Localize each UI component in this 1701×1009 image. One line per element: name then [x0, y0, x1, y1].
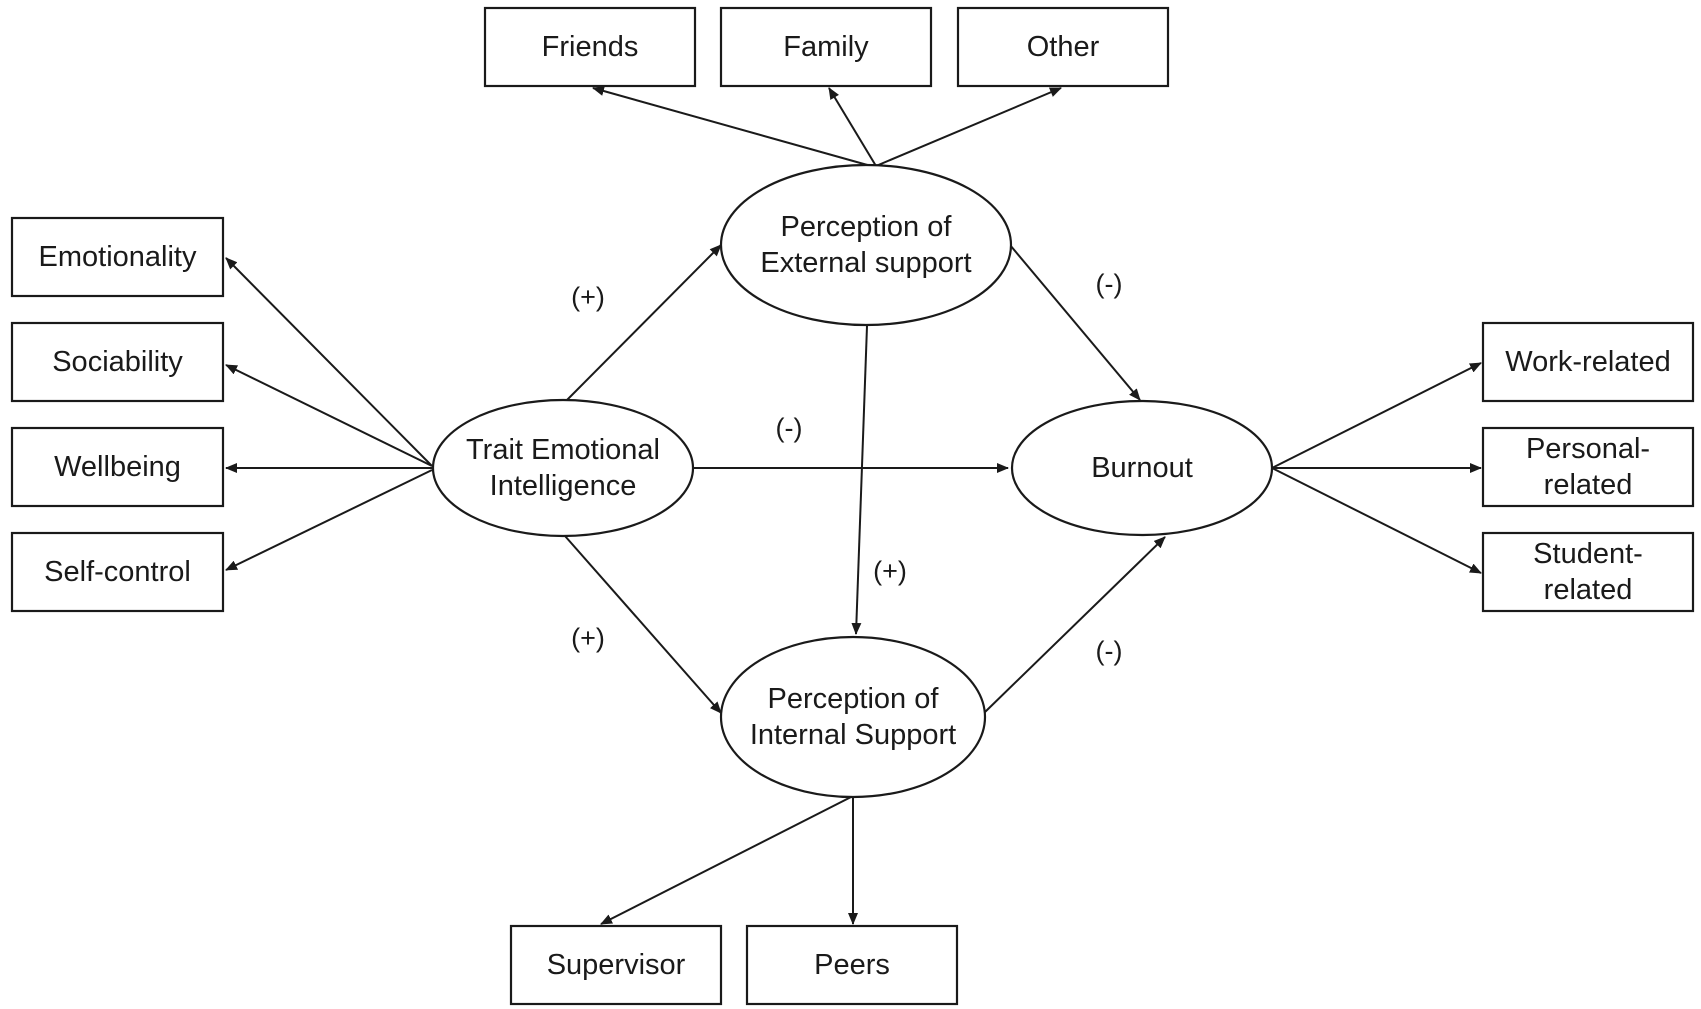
indicator-self-control-label-line-1: Self-control — [44, 556, 191, 588]
indicator-box — [1481, 531, 1695, 613]
indicator-box — [10, 321, 225, 403]
latent-internal-label-line-1: Perception of — [768, 683, 940, 715]
latent-external: Perception of External support — [719, 163, 1013, 327]
arrow-external-internal — [851, 314, 873, 635]
sign-ei-to-external: (+) — [571, 282, 605, 312]
latent-ellipse — [431, 398, 695, 538]
indicator-personal-related: Personal-related — [1481, 426, 1695, 508]
indicator-self-control: Self-control — [10, 531, 225, 613]
indicator-wellbeing: Wellbeing — [10, 426, 225, 508]
indicator-box — [483, 6, 697, 88]
indicator-box — [1481, 321, 1695, 403]
arrow-ei-to-self-control — [225, 469, 433, 571]
indicator-box — [509, 924, 723, 1006]
edges-layer — [225, 86, 1482, 925]
indicator-family-label-line-1: Family — [783, 31, 869, 63]
indicator-work-related-label-line-1: Work-related — [1505, 346, 1670, 378]
indicator-supervisor-label-line-1: Supervisor — [547, 949, 686, 981]
sign-ei-to-burnout: (-) — [776, 413, 803, 443]
indicator-box — [1481, 426, 1695, 508]
sign-external-to-burnout: (-) — [1096, 269, 1123, 299]
indicator-student-related-label-line-2: related — [1544, 574, 1633, 606]
latent-ellipse — [719, 635, 987, 799]
arrow-burnout-to-work-related — [1271, 362, 1482, 469]
arrow-ei-to-emotionality — [225, 257, 433, 467]
signs-layer: (+) (+) (-) (+) (-) (-) — [571, 269, 1122, 666]
indicator-sociability: Sociability — [10, 321, 225, 403]
latent-ellipse — [719, 163, 1013, 327]
sign-ei-to-internal: (+) — [571, 623, 605, 653]
latent-internal: Perception of Internal Support — [719, 635, 987, 799]
indicator-box — [10, 216, 225, 298]
latent-internal-label-line-2: Internal Support — [750, 719, 956, 751]
indicator-other: Other — [956, 6, 1170, 88]
indicator-box — [719, 6, 933, 88]
arrow-burnout-to-student-related — [1271, 467, 1482, 574]
indicator-friends: Friends — [483, 6, 697, 88]
indicator-emotionality-label-line-1: Emotionality — [39, 241, 197, 273]
arrow-external-to-friends — [592, 86, 872, 167]
indicator-student-related-label-line-1: Student- — [1533, 538, 1643, 570]
indicator-peers-label-line-1: Peers — [814, 949, 890, 981]
arrow-external-to-other — [875, 87, 1062, 167]
indicator-personal-related-label-line-1: Personal- — [1526, 433, 1650, 465]
indicator-wellbeing-label-line-1: Wellbeing — [54, 451, 181, 483]
indicator-box — [956, 6, 1170, 88]
arrow-ei-to-internal — [564, 535, 722, 714]
latent-external-label-line-1: Perception of — [781, 211, 953, 243]
latent-trait-ei-label-line-1: Trait Emotional — [466, 434, 660, 466]
indicator-student-related: Student-related — [1481, 531, 1695, 613]
indicator-personal-related-label-line-2: related — [1544, 469, 1633, 501]
indicator-sociability-label-line-1: Sociability — [52, 346, 183, 378]
arrow-external-to-family — [828, 87, 877, 167]
indicator-emotionality: Emotionality — [10, 216, 225, 298]
arrow-ei-to-sociability — [225, 364, 433, 467]
indicator-supervisor: Supervisor — [509, 924, 723, 1006]
arrow-external-to-burnout — [1009, 244, 1141, 401]
sign-internal-to-burnout: (-) — [1096, 636, 1123, 666]
arrow-internal-to-burnout — [983, 536, 1166, 714]
indicator-box — [10, 426, 225, 508]
latent-ellipse — [1010, 399, 1274, 537]
indicator-other-label-line-1: Other — [1027, 31, 1100, 63]
indicator-family: Family — [719, 6, 933, 88]
indicator-box — [10, 531, 225, 613]
indicator-box — [745, 924, 959, 1006]
indicator-friends-label-line-1: Friends — [542, 31, 639, 63]
indicator-work-related: Work-related — [1481, 321, 1695, 403]
sign-external-internal: (+) — [873, 556, 907, 586]
latent-external-label-line-2: External support — [760, 247, 971, 279]
latent-burnout-label-line-1: Burnout — [1091, 452, 1193, 484]
indicator-peers: Peers — [745, 924, 959, 1006]
latent-burnout: Burnout — [1010, 399, 1274, 537]
arrow-internal-to-supervisor — [600, 795, 854, 925]
arrow-ei-to-external — [564, 244, 722, 403]
latent-trait-ei-label-line-2: Intelligence — [490, 470, 637, 502]
